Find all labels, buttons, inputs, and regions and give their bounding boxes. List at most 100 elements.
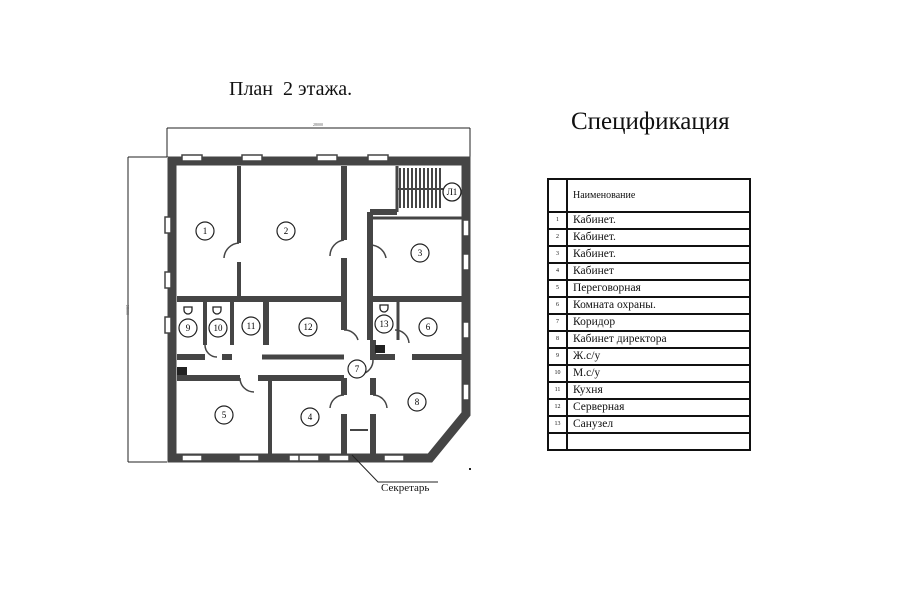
row-name: Коридор xyxy=(566,313,751,332)
room-number: 6 xyxy=(426,322,431,332)
outer-wall xyxy=(167,156,471,463)
dimension-height: 28000 xyxy=(125,305,130,315)
row-name xyxy=(566,432,751,451)
dimension-width: 28000 xyxy=(313,122,323,127)
room-number: 9 xyxy=(186,323,191,333)
row-number: 5 xyxy=(547,279,568,298)
row-number: 9 xyxy=(547,347,568,366)
room-number: 13 xyxy=(380,319,390,329)
specification-title: Спецификация xyxy=(571,108,730,135)
room-number: 8 xyxy=(415,397,420,407)
room-marker-10 xyxy=(208,318,228,338)
room-marker-13 xyxy=(374,314,394,334)
row-name: Ж.с/у xyxy=(566,347,751,366)
row-name: Кабинет xyxy=(566,262,751,281)
room-marker-8 xyxy=(407,392,427,412)
room-marker-7 xyxy=(347,359,367,379)
row-name: Кабинет. xyxy=(566,211,751,230)
door xyxy=(204,344,218,358)
window xyxy=(164,316,172,334)
row-name: Переговорная xyxy=(566,279,751,298)
toilet-icon xyxy=(379,304,389,313)
sink-icon xyxy=(177,367,187,375)
row-name: М.с/у xyxy=(566,364,751,383)
window xyxy=(462,383,470,401)
room-marker-6 xyxy=(418,317,438,337)
row-number: 4 xyxy=(547,262,568,281)
room-marker-1 xyxy=(195,221,215,241)
row-number: 11 xyxy=(547,381,568,400)
row-name: Серверная xyxy=(566,398,751,417)
row-number: 10 xyxy=(547,364,568,383)
door xyxy=(223,242,240,259)
window xyxy=(164,271,172,289)
door xyxy=(329,239,345,257)
door xyxy=(329,394,345,409)
row-number: 3 xyxy=(547,245,568,264)
window xyxy=(164,216,172,234)
secretary-label: Секретарь xyxy=(381,482,430,494)
stair-marker xyxy=(442,182,462,202)
window xyxy=(298,454,320,462)
window xyxy=(241,154,263,162)
stair-label: Л1 xyxy=(447,187,458,197)
row-name: Кабинет. xyxy=(566,228,751,247)
window xyxy=(367,154,389,162)
row-number: 7 xyxy=(547,313,568,332)
row-number xyxy=(547,432,568,451)
room-marker-12 xyxy=(298,317,318,337)
door xyxy=(372,394,388,409)
room-number: 10 xyxy=(214,323,224,333)
window xyxy=(462,321,470,339)
window xyxy=(462,219,470,237)
room-number: 4 xyxy=(308,412,313,422)
window xyxy=(181,454,203,462)
sink-icon xyxy=(375,345,385,353)
room-marker-2 xyxy=(276,221,296,241)
row-number: 1 xyxy=(547,211,568,230)
row-number: 13 xyxy=(547,415,568,434)
row-name: Кабинет директора xyxy=(566,330,751,349)
door xyxy=(369,244,387,259)
room-number: 11 xyxy=(247,321,256,331)
window xyxy=(328,454,350,462)
row-number: 2 xyxy=(547,228,568,247)
table-header-row: Наименование xyxy=(547,178,751,213)
row-name: Санузел xyxy=(566,415,751,434)
door xyxy=(239,377,255,393)
room-marker-3 xyxy=(410,243,430,263)
room-number: 1 xyxy=(203,226,208,236)
room-number: 2 xyxy=(284,226,289,236)
row-number: 6 xyxy=(547,296,568,315)
window xyxy=(238,454,260,462)
table-row xyxy=(547,432,751,451)
table-name-header: Наименование xyxy=(566,178,751,213)
room-marker-11 xyxy=(241,316,261,336)
room-number: 3 xyxy=(418,248,423,258)
door xyxy=(343,329,359,341)
toilet-icon xyxy=(212,306,222,315)
room-number: 12 xyxy=(304,322,313,332)
window xyxy=(462,253,470,271)
table-number-header xyxy=(547,178,568,213)
window xyxy=(181,154,203,162)
room-marker-4 xyxy=(300,407,320,427)
room-number: 7 xyxy=(355,364,360,374)
row-name: Кабинет. xyxy=(566,245,751,264)
row-number: 12 xyxy=(547,398,568,417)
row-name: Кухня xyxy=(566,381,751,400)
